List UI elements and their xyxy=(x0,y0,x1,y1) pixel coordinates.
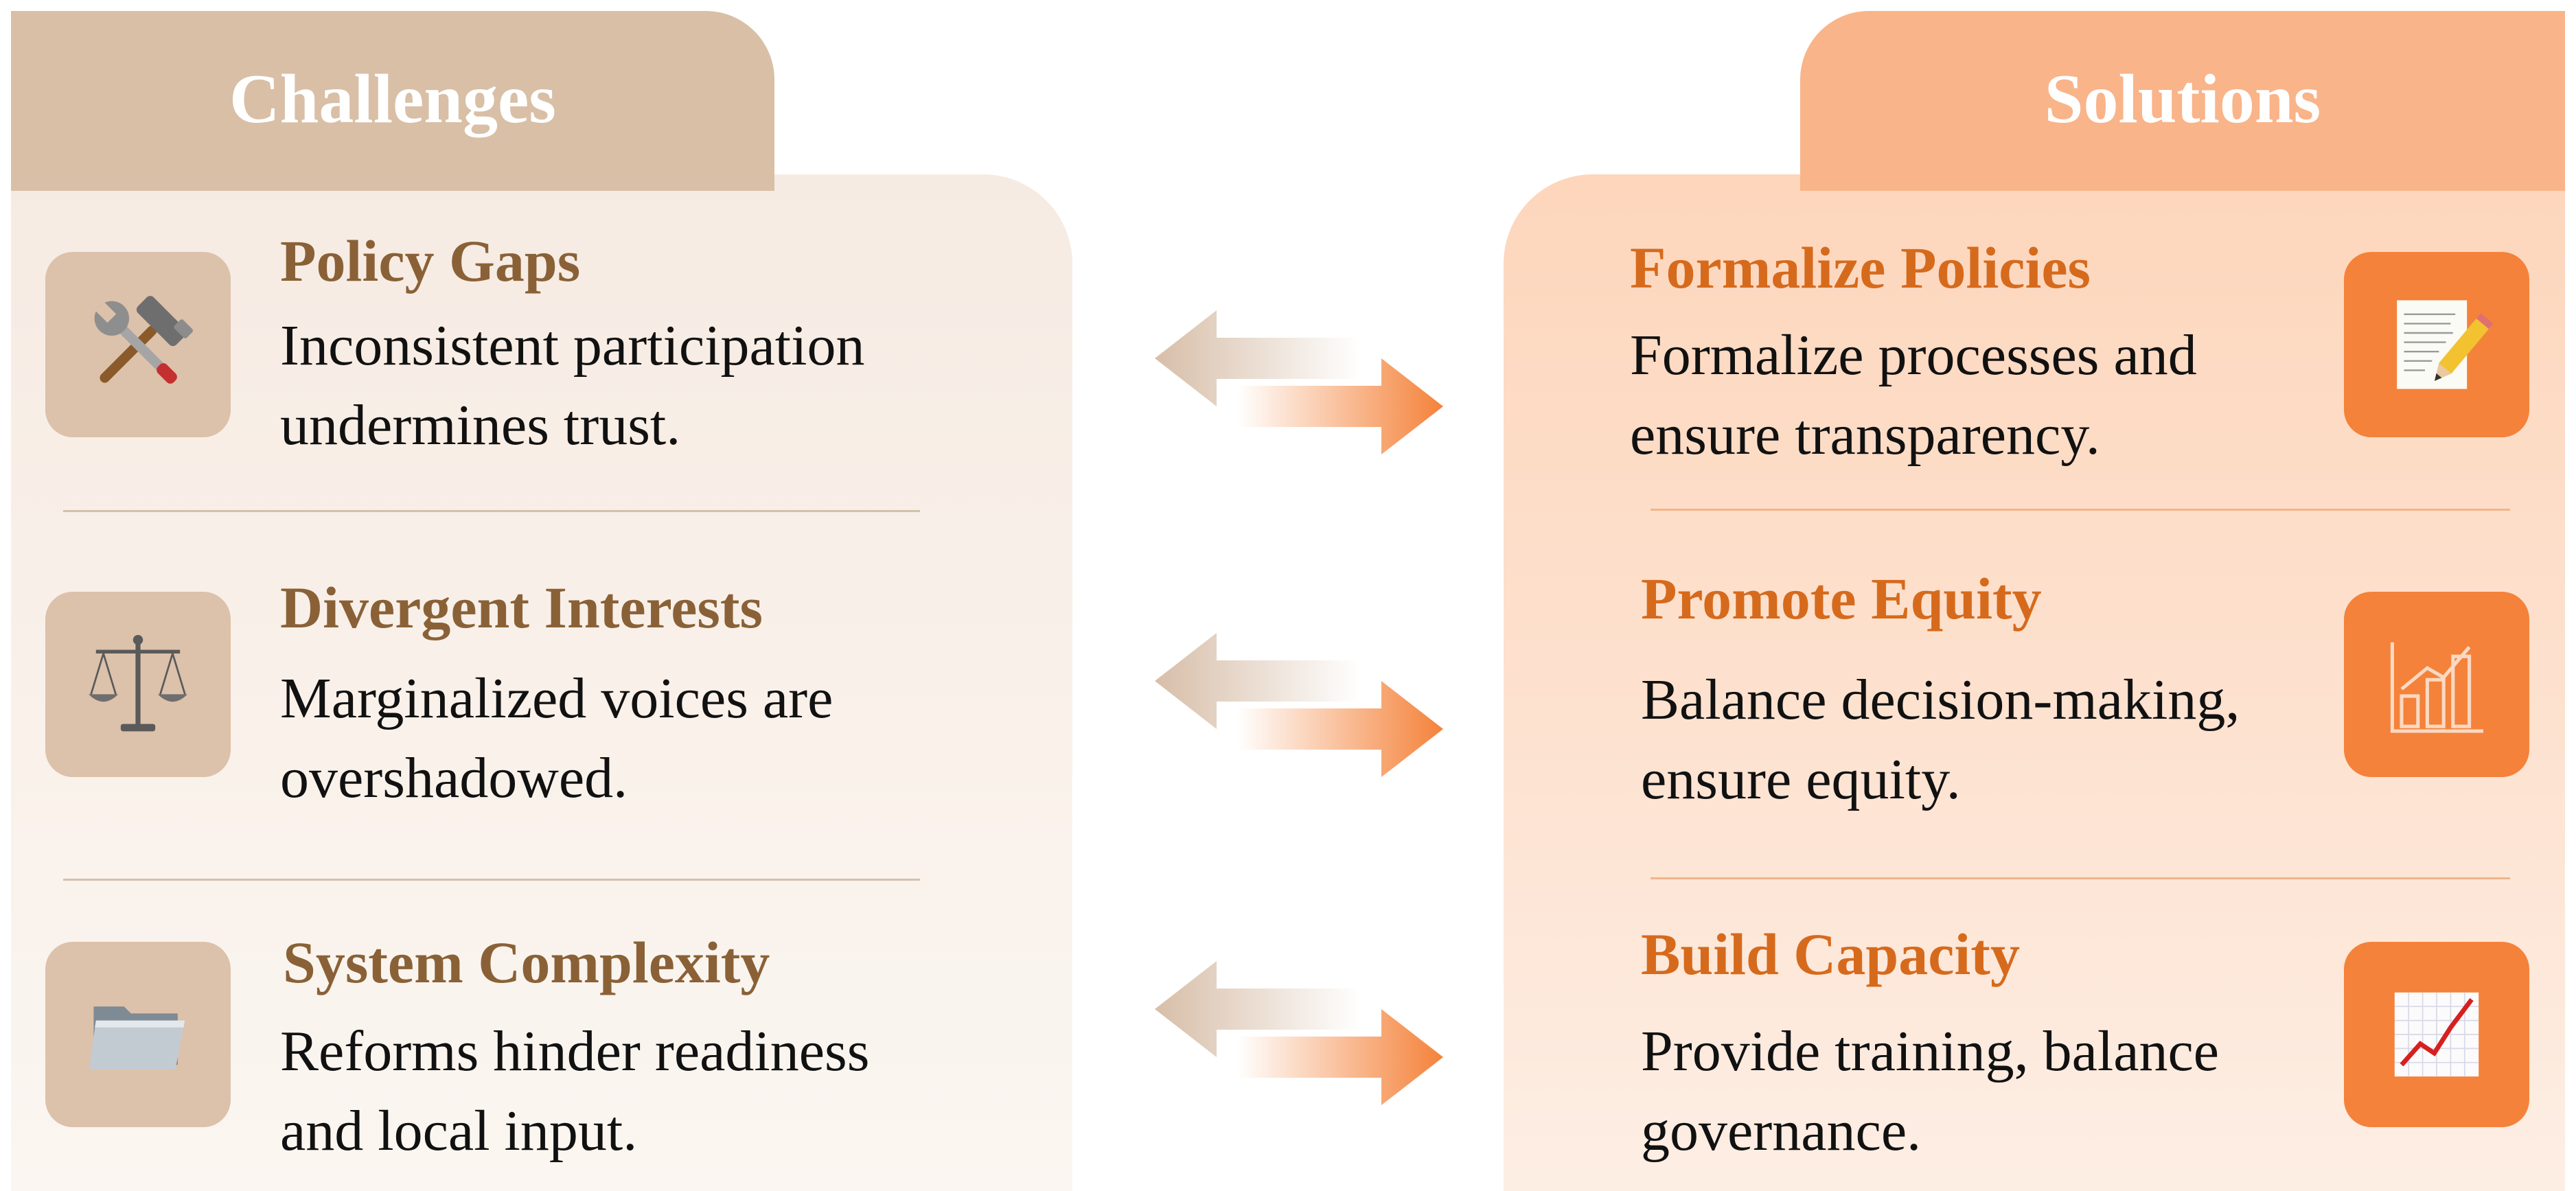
challenge-desc-policy-gaps: Inconsistent participation undermines tr… xyxy=(280,306,1001,465)
challenge-title-divergent-interests: Divergent Interests xyxy=(280,575,763,640)
bar-chart-icon xyxy=(2344,592,2529,777)
solution-desc-promote-equity: Balance decision-making, ensure equity. xyxy=(1641,660,2362,820)
divider xyxy=(63,510,920,512)
solution-desc-build-capacity: Provide training, balance governance. xyxy=(1641,1012,2362,1171)
bidirectional-arrow-icon xyxy=(1155,633,1443,777)
folder-icon xyxy=(45,942,231,1127)
desc-line: Inconsistent participation xyxy=(280,314,865,378)
desc-line: and local input. xyxy=(280,1099,638,1163)
document-pencil-icon xyxy=(2344,252,2529,437)
solution-title-build-capacity: Build Capacity xyxy=(1641,921,2020,987)
divider xyxy=(63,879,920,881)
desc-line: overshadowed. xyxy=(280,746,628,810)
solution-title-promote-equity: Promote Equity xyxy=(1641,566,2042,632)
solution-title-formalize-policies: Formalize Policies xyxy=(1630,235,2091,301)
scales-icon xyxy=(45,592,231,777)
line-chart-icon xyxy=(2344,942,2529,1127)
desc-line: ensure transparency. xyxy=(1630,403,2100,467)
desc-line: ensure equity. xyxy=(1641,748,1961,811)
desc-line: Provide training, balance xyxy=(1641,1019,2220,1083)
challenges-title: Challenges xyxy=(229,60,557,138)
tools-icon xyxy=(45,252,231,437)
bidirectional-arrow-icon xyxy=(1155,961,1443,1105)
desc-line: Reforms hinder readiness xyxy=(280,1019,870,1083)
challenges-header-tab: Challenges xyxy=(11,11,774,191)
desc-line: undermines trust. xyxy=(280,393,681,457)
divider xyxy=(1651,509,2510,511)
divider xyxy=(1651,877,2510,879)
bidirectional-arrow-icon xyxy=(1155,310,1443,454)
desc-line: governance. xyxy=(1641,1099,1922,1163)
desc-line: Formalize processes and xyxy=(1630,323,2197,387)
desc-line: Marginalized voices are xyxy=(280,667,833,730)
desc-line: Balance decision-making, xyxy=(1641,668,2240,732)
solutions-header-tab: Solutions xyxy=(1800,11,2565,191)
challenge-title-policy-gaps: Policy Gaps xyxy=(280,228,581,294)
solution-desc-formalize-policies: Formalize processes and ensure transpare… xyxy=(1630,316,2351,475)
challenge-desc-divergent-interests: Marginalized voices are overshadowed. xyxy=(280,659,1001,818)
challenge-title-system-complexity: System Complexity xyxy=(283,929,770,995)
solutions-title: Solutions xyxy=(2044,60,2321,138)
challenge-desc-system-complexity: Reforms hinder readiness and local input… xyxy=(280,1012,1001,1171)
